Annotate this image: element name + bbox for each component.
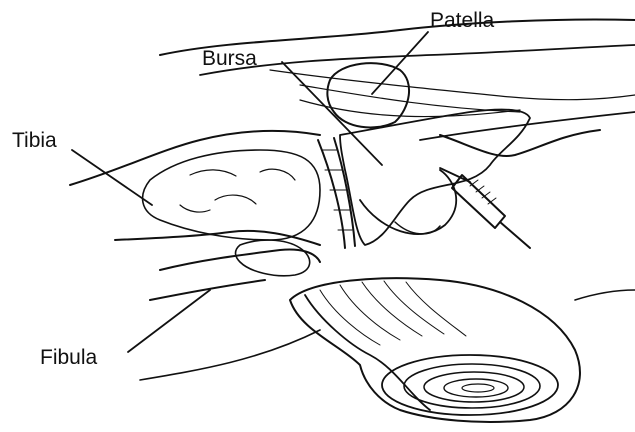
patella-bone bbox=[327, 63, 409, 127]
tibia-leader bbox=[72, 150, 152, 205]
bursa-sac bbox=[340, 110, 530, 245]
syringe-icon bbox=[440, 168, 530, 248]
label-patella: Patella bbox=[430, 9, 495, 32]
bandage-roll-icon bbox=[290, 278, 580, 422]
fibula-leader bbox=[128, 290, 210, 352]
thigh-outline bbox=[160, 19, 635, 140]
tibia-bone bbox=[70, 131, 320, 245]
label-tibia: Tibia bbox=[12, 129, 57, 152]
label-fibula: Fibula bbox=[40, 346, 98, 369]
label-bursa: Bursa bbox=[202, 47, 257, 70]
leader-lines bbox=[72, 32, 428, 352]
fibula-bone bbox=[150, 240, 320, 300]
